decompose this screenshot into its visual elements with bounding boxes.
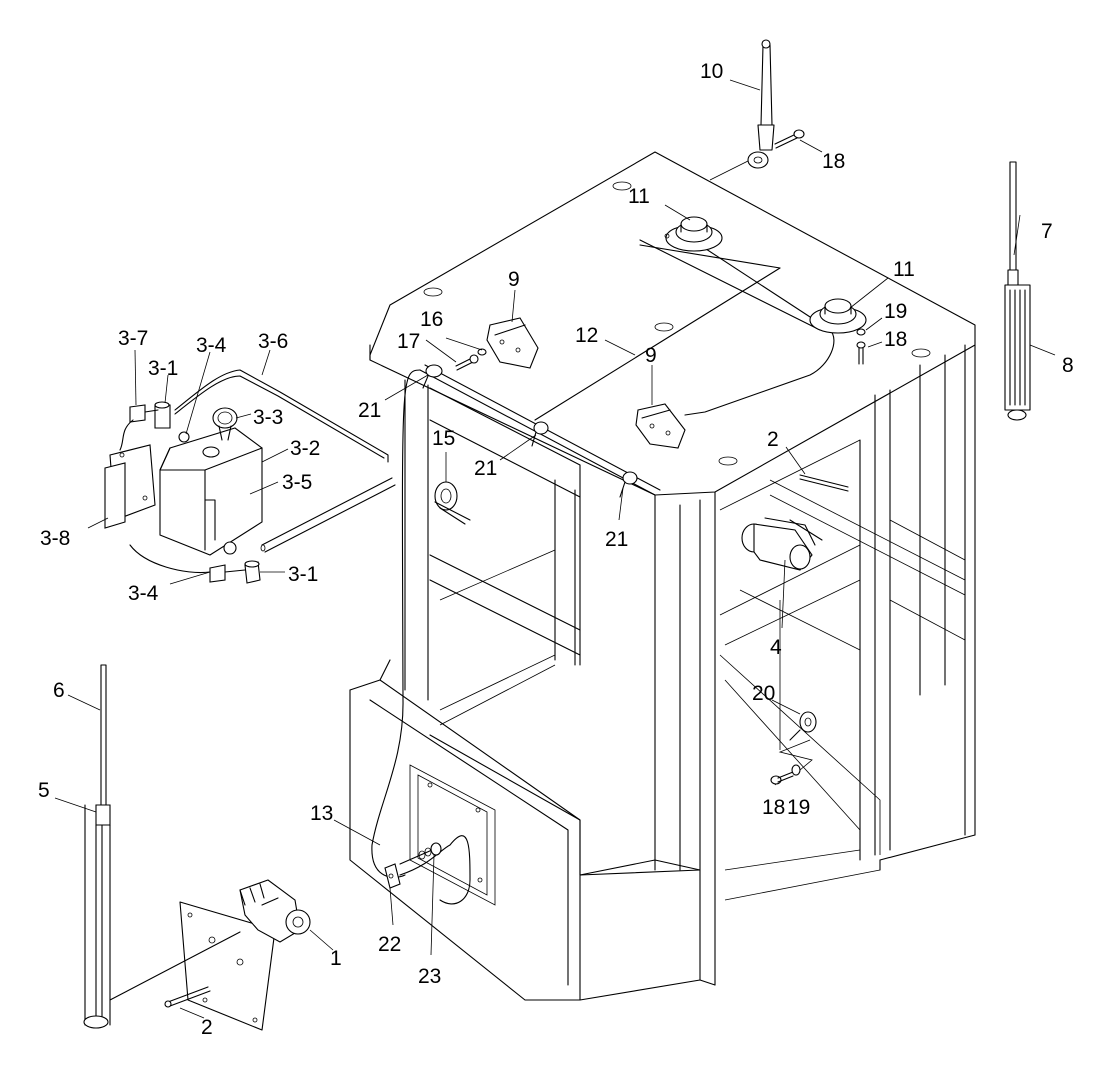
speaker-front xyxy=(664,216,723,252)
label-21-b: 21 xyxy=(474,457,497,480)
label-3-1-top: 3-1 xyxy=(148,357,178,380)
label-4: 4 xyxy=(770,636,782,659)
tweeter-screw xyxy=(455,354,479,371)
label-21-c: 21 xyxy=(605,528,628,551)
label-10: 10 xyxy=(700,60,723,83)
label-7: 7 xyxy=(1041,220,1053,243)
label-3-8: 3-8 xyxy=(40,527,70,550)
antenna-bolt xyxy=(774,129,805,149)
label-11-rear: 11 xyxy=(893,258,915,281)
label-6: 6 xyxy=(53,679,65,702)
label-3-4-bottom: 3-4 xyxy=(128,582,159,605)
label-2-front: 2 xyxy=(201,1016,213,1039)
label-15: 15 xyxy=(432,427,455,450)
label-19-top: 19 xyxy=(884,300,907,323)
speaker-rear xyxy=(809,298,867,334)
grommet xyxy=(434,481,471,525)
antenna xyxy=(747,39,775,169)
label-18-lower: 18 xyxy=(762,796,785,819)
door-grommet xyxy=(399,842,442,865)
label-2-rear: 2 xyxy=(767,428,779,451)
label-3-6: 3-6 xyxy=(258,330,288,353)
label-13: 13 xyxy=(310,802,333,825)
wiper-arm-rear xyxy=(1004,284,1031,421)
label-3-1-bottom: 3-1 xyxy=(288,563,318,586)
label-17: 17 xyxy=(397,330,420,353)
wiper-motor-rear xyxy=(741,517,823,571)
label-8: 8 xyxy=(1062,354,1074,377)
label-3-2: 3-2 xyxy=(290,437,320,460)
wiper-blade-front xyxy=(100,664,107,806)
tweeter-left xyxy=(486,317,539,369)
tweeter-right xyxy=(635,403,686,449)
bracket-bolt xyxy=(770,771,794,785)
mounting-bracket xyxy=(789,711,817,741)
label-21-a: 21 xyxy=(358,399,381,422)
wiper-blade-rear xyxy=(1007,161,1019,286)
label-12: 12 xyxy=(575,324,598,347)
bracket-washer xyxy=(791,764,801,776)
cable-clip-1 xyxy=(422,364,443,389)
motor-mounting-plate xyxy=(109,901,276,1031)
label-3-5: 3-5 xyxy=(282,471,312,494)
cab-body xyxy=(349,151,976,1001)
bracket-assembly-line xyxy=(778,739,813,771)
label-18-top: 18 xyxy=(822,150,845,173)
label-20: 20 xyxy=(752,682,775,705)
leader-lines xyxy=(54,79,1056,1019)
part-number-labels: 10 18 11 11 7 19 18 8 9 9 12 16 17 21 21… xyxy=(38,60,1074,1039)
label-3-4-top: 3-4 xyxy=(196,334,227,357)
roof-washer xyxy=(856,328,866,336)
label-18-roof: 18 xyxy=(884,328,907,351)
label-9-left: 9 xyxy=(508,268,520,291)
label-23: 23 xyxy=(418,965,441,988)
label-22: 22 xyxy=(378,933,401,956)
label-16: 16 xyxy=(420,308,443,331)
wiper-motor-front xyxy=(239,879,311,943)
roof-screw xyxy=(856,341,866,365)
label-9-right: 9 xyxy=(645,344,657,367)
wiper-arm-front xyxy=(83,804,111,1029)
door-clip xyxy=(384,863,401,889)
tweeter-washer xyxy=(477,348,487,356)
label-5: 5 xyxy=(38,779,50,802)
label-1: 1 xyxy=(330,947,342,970)
label-3-7: 3-7 xyxy=(118,327,148,350)
label-11-front: 11 xyxy=(628,185,650,208)
washer-tank-assembly xyxy=(104,369,396,584)
motor-shaft-rear xyxy=(799,474,849,492)
cable-clip-2 xyxy=(531,421,549,447)
label-19-lower: 19 xyxy=(787,796,810,819)
label-3-3: 3-3 xyxy=(253,406,283,429)
